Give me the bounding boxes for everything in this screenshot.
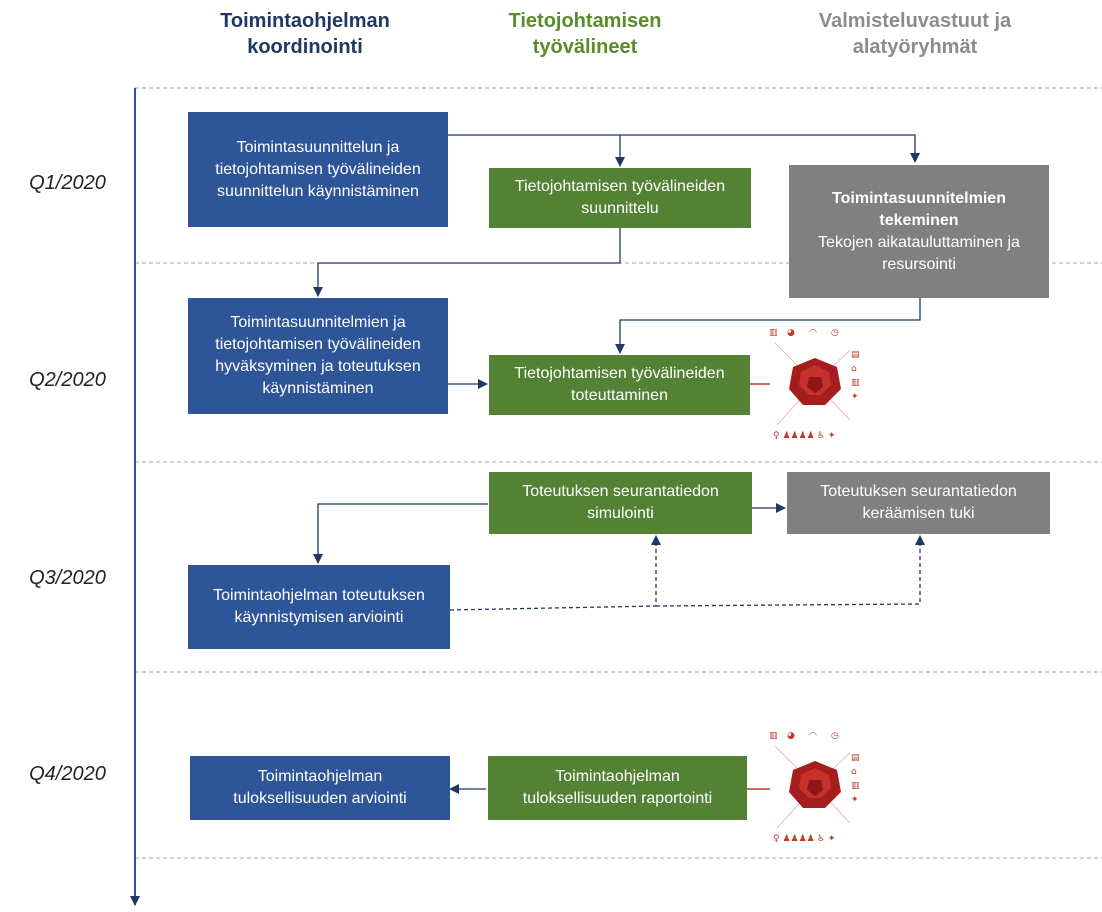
dodecahedron-icon-cluster-q4: ▥ ◕ ◠ ◷ ▤ ⌂ ▥ ✦ ♀ ♟♟♟♟ ♿ ✦ bbox=[765, 728, 865, 848]
quarter-label-q2: Q2/2020 bbox=[29, 369, 106, 391]
svg-text:⌂: ⌂ bbox=[851, 767, 857, 777]
svg-text:⌂: ⌂ bbox=[851, 364, 857, 374]
box-q1-tools-design: Tietojohtamisen työvälineiden suunnittel… bbox=[489, 168, 751, 228]
box-q2-approval: Toimintasuunnitelmien ja tietojohtamisen… bbox=[188, 298, 448, 414]
svg-text:✦: ✦ bbox=[851, 795, 859, 805]
pie-chart-icon: ◕ bbox=[787, 328, 795, 338]
svg-text:◕: ◕ bbox=[787, 731, 795, 741]
wheelchair-icon: ♿ ✦ bbox=[817, 431, 836, 441]
dodecahedron-icon-cluster-q2: ▥ ◕ ◠ ◷ ▤ ⌂ ▥ ✦ ♀ ♟♟♟♟ ♿ ✦ bbox=[765, 325, 865, 445]
dashed-arrow-q3-to-simulation bbox=[449, 535, 661, 611]
box-q1-action-plans-sub: Tekojen aikatauluttaminen ja resursointi bbox=[818, 233, 1020, 273]
svg-text:▤: ▤ bbox=[851, 350, 860, 360]
svg-text:▥: ▥ bbox=[851, 781, 860, 791]
box-q1-action-plans-title: Toimintasuunnitelmien tekeminen bbox=[832, 189, 1006, 229]
arrow-q1-blue-to-gray bbox=[620, 134, 920, 163]
dashed-arrow-q3-to-collection bbox=[655, 535, 925, 607]
box-q3-evaluation: Toimintaohjelman toteutuksen käynnistymi… bbox=[188, 565, 450, 649]
gauge-icon: ◠ bbox=[809, 328, 817, 338]
box-q4-effectiveness-evaluation: Toimintaohjelman tuloksellisuuden arvioi… bbox=[190, 756, 450, 820]
box-q3-simulation-text: Toteutuksen seurantatiedon simulointi bbox=[522, 483, 719, 522]
svg-text:▥: ▥ bbox=[851, 378, 860, 388]
box-q3-collection-support: Toteutuksen seurantatiedon keräämisen tu… bbox=[787, 472, 1050, 534]
arrow-q1-green-to-q2-blue bbox=[313, 228, 621, 297]
svg-text:▤: ▤ bbox=[851, 753, 860, 763]
box-q1-planning-start: Toimintasuunnittelun ja tietojohtamisen … bbox=[188, 112, 448, 227]
box-q2-tools-implementation-text: Tietojohtamisen työvälineiden toteuttami… bbox=[514, 365, 725, 404]
arrow-q1-gray-to-q2-green bbox=[615, 298, 921, 354]
box-q2-tools-implementation: Tietojohtamisen työvälineiden toteuttami… bbox=[489, 355, 750, 415]
svg-text:♀ ♟♟♟♟: ♀ ♟♟♟♟ bbox=[773, 834, 815, 844]
quarter-label-q1: Q1/2020 bbox=[29, 172, 106, 194]
bar-chart-icon: ▥ bbox=[769, 328, 778, 338]
column-header-tools: Tietojohtamisen työvälineet bbox=[508, 10, 662, 58]
box-q3-simulation: Toteutuksen seurantatiedon simulointi bbox=[489, 472, 752, 534]
people-icon: ♀ ♟♟♟♟ bbox=[773, 431, 815, 441]
quarter-label-q4: Q4/2020 bbox=[29, 763, 106, 785]
svg-text:✦: ✦ bbox=[851, 392, 859, 402]
box-q4-effectiveness-evaluation-text: Toimintaohjelman tuloksellisuuden arvioi… bbox=[233, 768, 407, 807]
svg-text:▥: ▥ bbox=[769, 731, 778, 741]
box-q4-reporting-text: Toimintaohjelman tuloksellisuuden raport… bbox=[522, 768, 713, 807]
arrow-q1-blue-to-green bbox=[448, 134, 625, 167]
box-q1-planning-start-text: Toimintasuunnittelun ja tietojohtamisen … bbox=[215, 138, 421, 200]
box-q3-collection-support-text: Toteutuksen seurantatiedon keräämisen tu… bbox=[820, 483, 1017, 522]
quarter-label-q3: Q3/2020 bbox=[29, 567, 106, 589]
dodecahedron-icon: ▥ ◕ ◠ ◷ ▤ ⌂ ▥ ✦ ♀ ♟♟♟♟ ♿ ✦ bbox=[769, 328, 860, 441]
dodecahedron-icon: ▥ ◕ ◠ ◷ ▤ ⌂ ▥ ✦ ♀ ♟♟♟♟ ♿ ✦ bbox=[769, 731, 860, 844]
stopwatch-icon: ◷ bbox=[831, 328, 839, 338]
box-q1-tools-design-text: Tietojohtamisen työvälineiden suunnittel… bbox=[514, 178, 726, 217]
svg-text:♿ ✦: ♿ ✦ bbox=[817, 834, 836, 844]
svg-text:◷: ◷ bbox=[831, 731, 839, 741]
column-header-coordination: Toimintaohjelman koordinointi bbox=[220, 10, 390, 58]
box-q4-reporting: Toimintaohjelman tuloksellisuuden raport… bbox=[488, 756, 747, 820]
box-q3-evaluation-text: Toimintaohjelman toteutuksen käynnistymi… bbox=[213, 587, 425, 626]
box-q2-approval-text: Toimintasuunnitelmien ja tietojohtamisen… bbox=[215, 314, 421, 397]
column-header-responsibilities: Valmisteluvastuut ja alatyöryhmät bbox=[818, 10, 1012, 58]
arrow-q3-green-to-blue bbox=[313, 503, 488, 564]
svg-text:◠: ◠ bbox=[809, 731, 817, 741]
box-q1-action-plans: Toimintasuunnitelmien tekeminen Tekojen … bbox=[789, 165, 1049, 298]
